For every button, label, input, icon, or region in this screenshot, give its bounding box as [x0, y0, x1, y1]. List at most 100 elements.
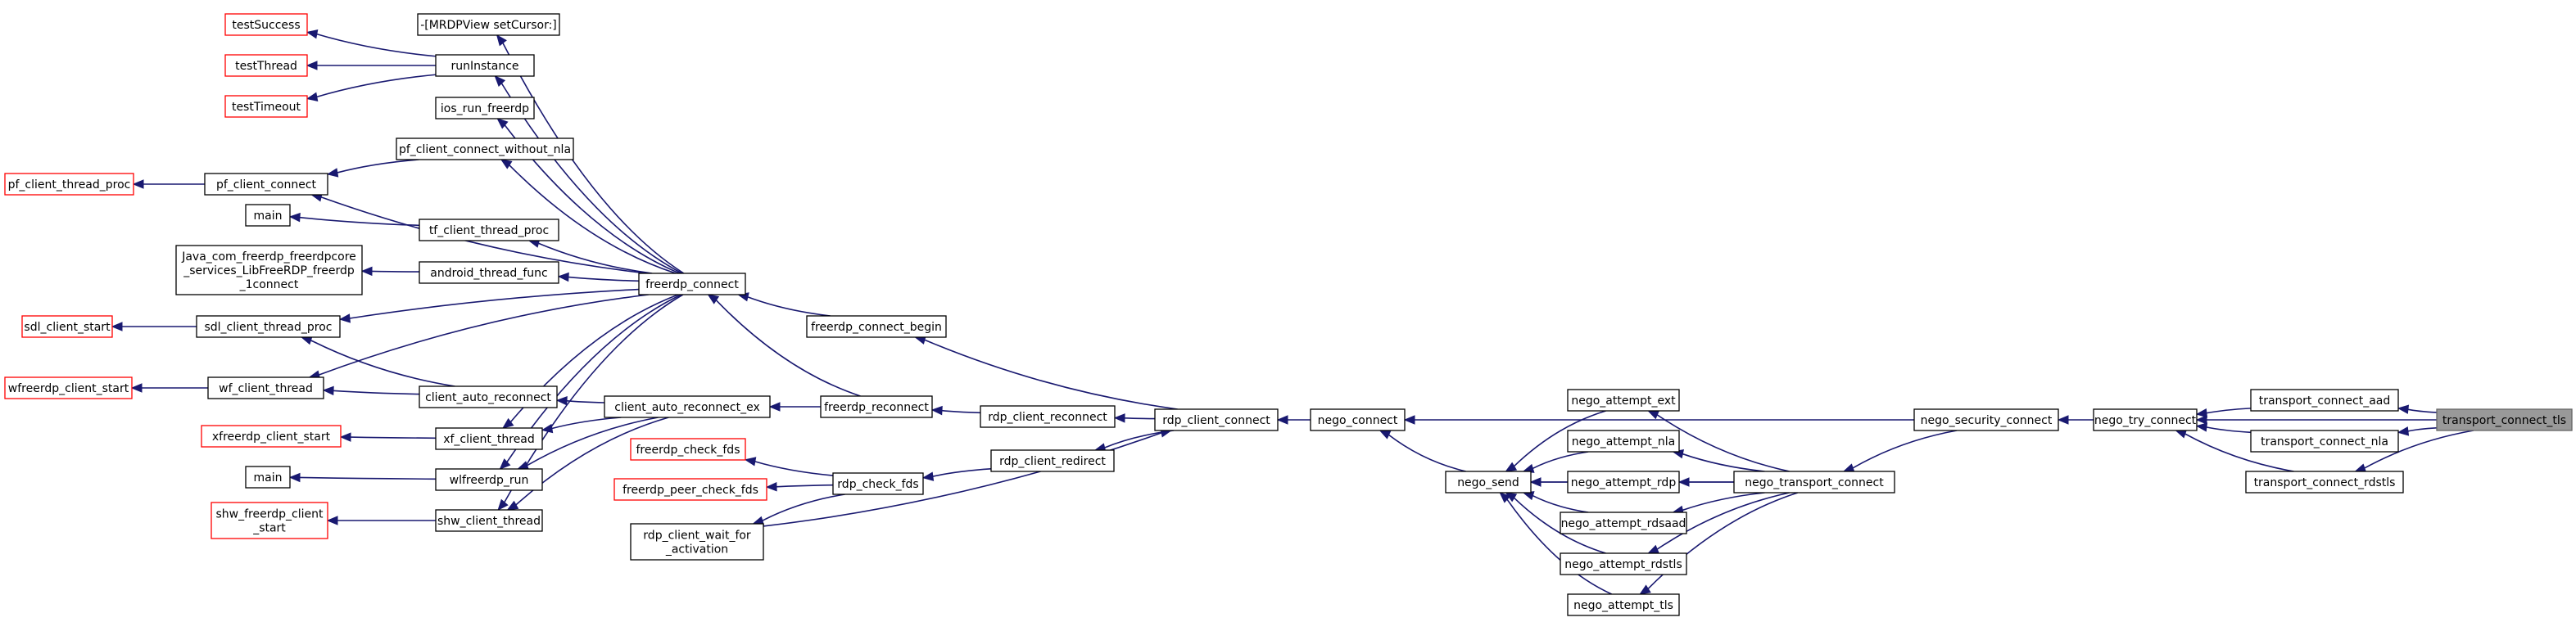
- edge-nego_attempt_rdsaad-to-nego_send: [1522, 491, 1589, 513]
- edge-android_thread_func-to-java_connect: [360, 266, 420, 277]
- node-testTimeout[interactable]: testTimeout: [224, 95, 308, 118]
- arrowhead: [2195, 422, 2208, 432]
- node-box: [245, 466, 291, 489]
- node-freerdp_connect[interactable]: freerdp_connect: [638, 273, 746, 295]
- node-label: freerdp_peer_check_fds: [622, 484, 758, 497]
- node-runInstance[interactable]: runInstance: [435, 54, 535, 77]
- node-tf_client_thread_proc[interactable]: tf_client_thread_proc: [419, 219, 559, 241]
- node-rdp_check_fds[interactable]: rdp_check_fds: [832, 472, 924, 495]
- edge-client_auto_reconnect_ex-to-client_auto_reconnect: [555, 396, 605, 406]
- node-box: [638, 273, 746, 295]
- node-box: [613, 478, 767, 501]
- edge-rdp_client_connect-to-freerdp_connect_begin: [914, 335, 1178, 410]
- node-sdl_client_start[interactable]: sdl_client_start: [21, 315, 113, 338]
- node-java_connect[interactable]: Java_com_freerdp_freerdpcore_services_Li…: [175, 245, 363, 295]
- node-nego_transport_connect[interactable]: nego_transport_connect: [1733, 471, 1895, 494]
- arrowhead: [1639, 584, 1651, 595]
- node-transport_connect_rdstls[interactable]: transport_connect_rdstls: [2245, 471, 2404, 494]
- node-nego_security_connect[interactable]: nego_security_connect: [1913, 408, 2059, 431]
- edge-rdp_client_connect-to-rdp_client_reconnect: [1113, 413, 1156, 423]
- node-wf_client_thread[interactable]: wf_client_thread: [207, 376, 324, 399]
- arrowhead: [496, 34, 507, 47]
- node-nego_attempt_ext[interactable]: nego_attempt_ext: [1567, 389, 1680, 412]
- node-nego_send[interactable]: nego_send: [1445, 471, 1532, 494]
- node-freerdp_connect_begin[interactable]: freerdp_connect_begin: [806, 315, 947, 338]
- edge-pf_client_connect_without_nla-to-pf_client_connect: [326, 159, 419, 178]
- node-transport_connect_nla[interactable]: transport_connect_nla: [2250, 430, 2399, 453]
- node-label: runInstance: [450, 60, 518, 73]
- edge-nego_attempt_ext-to-nego_send: [1505, 410, 1606, 472]
- edge-freerdp_connect-to-sdl_client_thread_proc: [338, 288, 640, 323]
- arrowhead: [506, 500, 519, 511]
- node-label: nego_try_connect: [2094, 414, 2197, 427]
- node-nego_attempt_rdsaad[interactable]: nego_attempt_rdsaad: [1560, 512, 1687, 534]
- arrowhead: [1403, 415, 1415, 425]
- arrowhead: [132, 179, 144, 189]
- arrowhead: [111, 322, 123, 331]
- node-main2[interactable]: main: [245, 466, 291, 489]
- node-pf_client_connect[interactable]: pf_client_connect: [204, 173, 328, 196]
- node-rdp_client_wait_for_activation[interactable]: rdp_client_wait_for_activation: [630, 523, 764, 561]
- arrowhead: [2397, 404, 2410, 414]
- node-xfreerdp_client_start[interactable]: xfreerdp_client_start: [201, 425, 342, 448]
- node-label: -[MRDPView setCursor:]: [420, 19, 557, 32]
- node-sdl_client_thread_proc[interactable]: sdl_client_thread_proc: [196, 315, 341, 338]
- edge-nego_send-to-nego_connect: [1379, 430, 1466, 472]
- edge-transport_connect_nla-to-nego_try_connect: [2195, 422, 2252, 434]
- node-testThread[interactable]: testThread: [224, 54, 308, 77]
- node-pf_client_connect_without_nla[interactable]: pf_client_connect_without_nla: [396, 137, 574, 160]
- arrowhead: [322, 385, 334, 396]
- node-client_auto_reconnect[interactable]: client_auto_reconnect: [419, 385, 558, 408]
- node-box: [435, 427, 543, 450]
- node-pf_client_thread_proc[interactable]: pf_client_thread_proc: [4, 173, 134, 196]
- node-client_auto_reconnect_ex[interactable]: client_auto_reconnect_ex: [604, 395, 771, 418]
- node-label: testSuccess: [232, 19, 300, 32]
- node-nego_attempt_nla[interactable]: nego_attempt_nla: [1567, 430, 1680, 453]
- node-label: transport_connect_rdstls: [2254, 476, 2396, 489]
- node-android_thread_func[interactable]: android_thread_func: [419, 261, 559, 284]
- node-rdp_client_redirect[interactable]: rdp_client_redirect: [990, 449, 1115, 472]
- node-nego_attempt_rdp[interactable]: nego_attempt_rdp: [1567, 471, 1680, 494]
- edge-nego_attempt_tls-to-nego_send: [1499, 492, 1613, 595]
- node-transport_connect_tls[interactable]: transport_connect_tls: [2436, 408, 2573, 431]
- arrowhead: [765, 482, 777, 492]
- node-box: [204, 173, 328, 196]
- arrowhead: [2397, 426, 2410, 436]
- node-box: [245, 204, 291, 227]
- node-label: nego_transport_connect: [1745, 476, 1884, 489]
- node-MRDPViewSetCursor[interactable]: -[MRDPView setCursor:]: [417, 13, 560, 36]
- node-label: wfreerdp_client_start: [8, 382, 129, 395]
- arrowhead: [1276, 415, 1288, 425]
- edge-client_auto_reconnect-to-sdl_client_thread_proc: [300, 336, 455, 387]
- node-freerdp_check_fds[interactable]: freerdp_check_fds: [630, 438, 746, 461]
- node-testSuccess[interactable]: testSuccess: [224, 13, 308, 36]
- node-ios_run_freerdp[interactable]: ios_run_freerdp: [435, 97, 535, 119]
- node-box: [630, 523, 764, 561]
- node-box: [832, 472, 924, 495]
- node-label: wlfreerdp_run: [450, 474, 529, 487]
- node-freerdp_reconnect[interactable]: freerdp_reconnect: [820, 395, 933, 418]
- node-wlfreerdp_run[interactable]: wlfreerdp_run: [435, 468, 543, 491]
- edge-client_auto_reconnect-to-wf_client_thread: [322, 385, 420, 396]
- node-freerdp_peer_check_fds[interactable]: freerdp_peer_check_fds: [613, 478, 767, 501]
- node-main1[interactable]: main: [245, 204, 291, 227]
- node-nego_connect[interactable]: nego_connect: [1310, 408, 1406, 431]
- node-label: rdp_client_reconnect: [988, 411, 1107, 424]
- node-rdp_client_reconnect[interactable]: rdp_client_reconnect: [980, 405, 1116, 428]
- node-wfreerdp_client_start[interactable]: wfreerdp_client_start: [4, 376, 133, 399]
- node-label: freerdp_connect_begin: [811, 321, 942, 334]
- graph-nodes: testSuccess testThread testTimeout -[MRDPVi…: [4, 13, 2573, 616]
- node-nego_try_connect[interactable]: nego_try_connect: [2093, 408, 2198, 431]
- arrowhead: [1647, 410, 1660, 420]
- node-nego_attempt_rdstls[interactable]: nego_attempt_rdstls: [1560, 552, 1687, 575]
- arrowhead: [288, 472, 301, 483]
- node-label: freerdp_check_fds: [636, 444, 740, 457]
- node-nego_attempt_tls[interactable]: nego_attempt_tls: [1567, 593, 1680, 616]
- node-transport_connect_aad[interactable]: transport_connect_aad: [2250, 389, 2399, 412]
- node-shw_client_thread[interactable]: shw_client_thread: [435, 509, 543, 532]
- node-shw_freerdp_client_start[interactable]: shw_freerdp_client_start: [211, 502, 328, 539]
- node-xf_client_thread[interactable]: xf_client_thread: [435, 427, 543, 450]
- edge-nego_connect-to-rdp_client_connect: [1276, 415, 1311, 425]
- node-rdp_client_connect[interactable]: rdp_client_connect: [1154, 408, 1279, 431]
- edge-transport_connect_tls-to-transport_connect_aad: [2397, 404, 2438, 414]
